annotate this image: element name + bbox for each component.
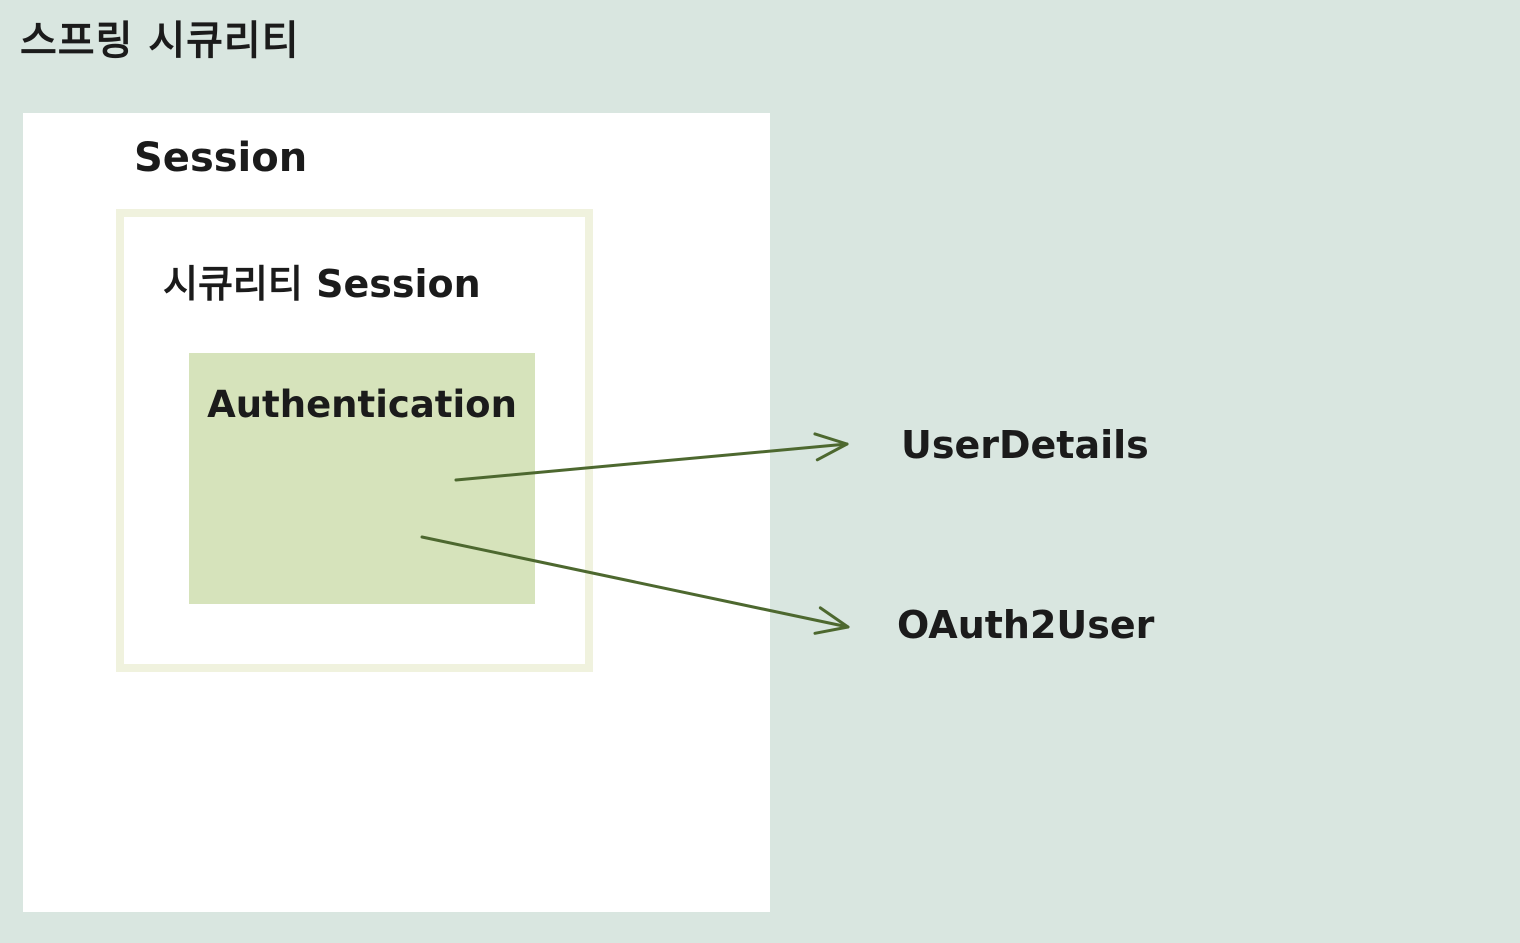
authentication-box-label: Authentication [207, 383, 517, 426]
session-box: Session 시큐리티 Session Authentication [23, 113, 770, 912]
security-session-box: 시큐리티 Session Authentication [116, 209, 593, 672]
userdetails-label: UserDetails [901, 423, 1149, 467]
page-title: 스프링 시큐리티 [20, 18, 300, 64]
security-session-box-label: 시큐리티 Session [163, 262, 481, 306]
authentication-box: Authentication [189, 353, 535, 604]
oauth2user-label: OAuth2User [897, 603, 1155, 647]
session-box-label: Session [134, 135, 308, 181]
